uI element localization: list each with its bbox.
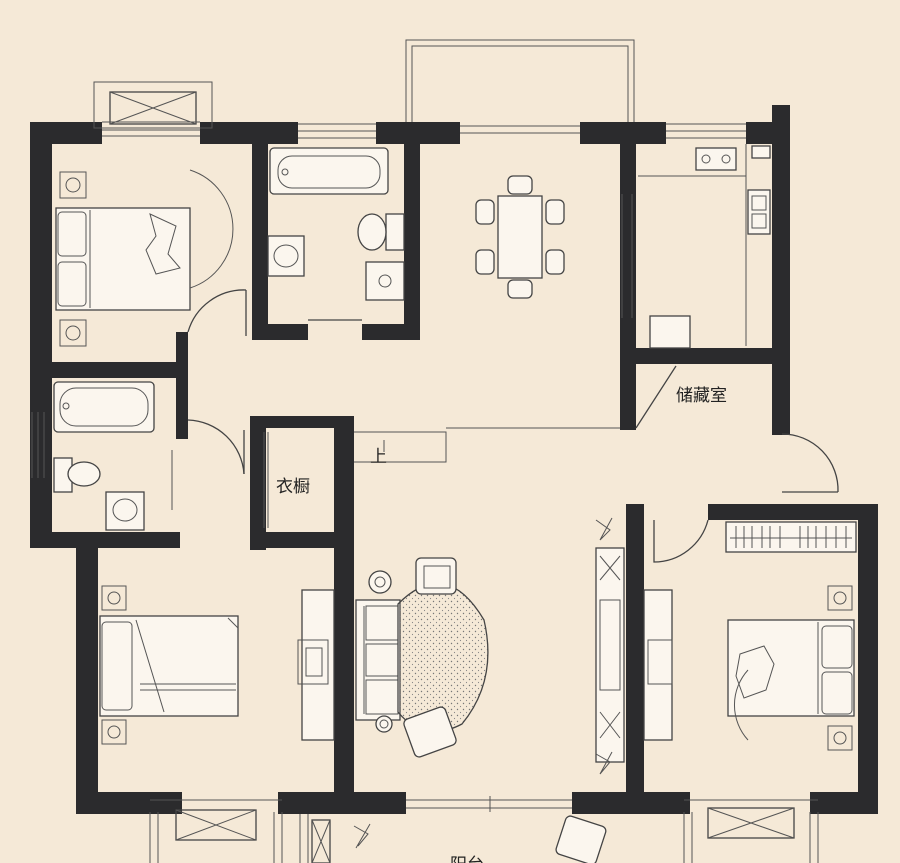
bathroom-left (53, 381, 173, 531)
bathroom-top (267, 147, 405, 301)
balcony: 阳台 (353, 815, 607, 863)
wardrobe-label: 衣橱 (276, 477, 310, 497)
storage-room: 储藏室 (676, 386, 727, 406)
living-room (355, 557, 489, 758)
bedroom-top-left (55, 169, 234, 347)
doors (187, 289, 839, 563)
windows (31, 39, 819, 863)
bedroom-bottom-right (595, 517, 857, 775)
wardrobe-stairs: 衣橱 上 (263, 427, 620, 528)
storage-label: 储藏室 (676, 386, 727, 406)
bedroom-bottom-left (99, 585, 335, 745)
stairs-up-label: 上 (370, 447, 387, 467)
kitchen (621, 144, 771, 349)
balcony-label: 阳台 (450, 855, 484, 863)
walls (30, 105, 878, 814)
dining-area (475, 175, 565, 299)
